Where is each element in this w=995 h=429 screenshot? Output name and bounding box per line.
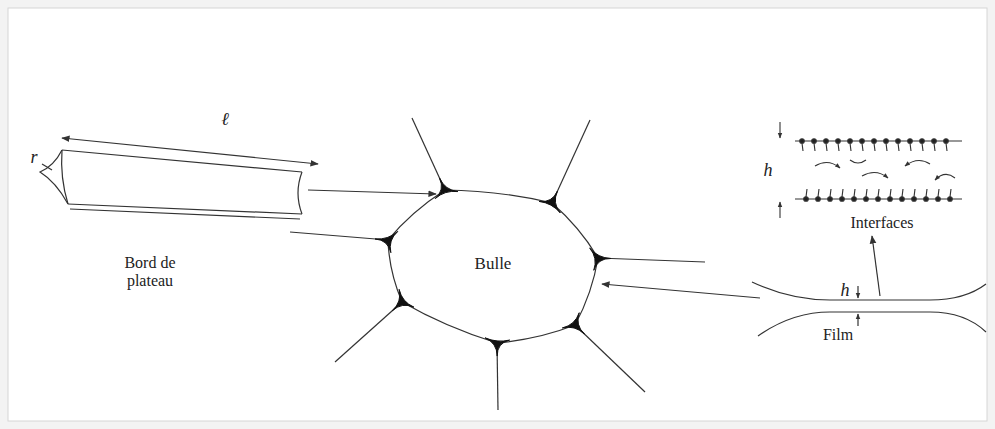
surfactant-tail (934, 143, 935, 151)
plateau-border (562, 313, 584, 334)
pointer-arrow (872, 236, 880, 296)
bubble-label-box: Bulle (467, 250, 520, 278)
surfactant-head (912, 197, 917, 202)
plateau-border (375, 231, 398, 252)
surfactant-head (900, 197, 905, 202)
surfactant-tail (854, 189, 855, 197)
surfactant-head (828, 197, 833, 202)
surfactant-head (824, 139, 829, 144)
plateau-border-tube (40, 138, 436, 219)
surfactant-head (888, 197, 893, 202)
neighbour-film-line (335, 302, 402, 362)
surfactant-head (852, 197, 857, 202)
surfactant-tail (886, 143, 887, 151)
surfactant-tail (946, 143, 947, 151)
surfactant-head (840, 197, 845, 202)
surfactant-tail (874, 143, 875, 151)
plateau-border (590, 248, 611, 270)
plateau-border (485, 338, 510, 356)
surfactant-head (920, 139, 925, 144)
surfactant-head (948, 197, 953, 202)
surfactant-tail (902, 189, 903, 197)
surfactant-tail (818, 189, 819, 197)
part-name: Bord de plateau (100, 254, 200, 289)
neighbour-film-line (598, 258, 705, 262)
pointer-arrow (308, 190, 436, 194)
surfactant-head (872, 139, 877, 144)
surfactant-tail (890, 189, 891, 197)
surfactant-head (908, 139, 913, 144)
part-name: Film (823, 326, 853, 344)
length-symbol: ℓ (221, 110, 229, 130)
surfactant-head (876, 197, 881, 202)
surfactant-head (816, 197, 821, 202)
region-label: Bulle (475, 254, 512, 274)
surfactant-tail (850, 143, 851, 151)
surfactant-tail (830, 189, 831, 197)
surfactant-tail (802, 143, 803, 151)
surfactant-tail (866, 189, 867, 197)
surfactant-tail (826, 143, 827, 151)
surfactant-head (812, 139, 817, 144)
surfactant-head (936, 197, 941, 202)
part-name: Interfaces (850, 214, 913, 232)
surfactant-tail (922, 143, 923, 151)
film-sketch (602, 236, 986, 336)
surfactant-tail (842, 189, 843, 197)
radius-leader (42, 164, 52, 170)
surfactant-head (848, 139, 853, 144)
surfactant-head (896, 139, 901, 144)
bubble-cell (290, 118, 705, 410)
surfactant-tail (938, 189, 939, 197)
frame (8, 8, 987, 421)
surfactant-head (860, 139, 865, 144)
surfactant-tail (926, 189, 927, 197)
surfactant-head (800, 139, 805, 144)
neighbour-film-line (575, 325, 645, 392)
surfactant-tail (910, 143, 911, 151)
interfaces-closeup (780, 122, 962, 218)
thickness-symbol: h (841, 281, 850, 301)
surfactant-head (884, 139, 889, 144)
thickness-symbol: h (764, 161, 773, 181)
neighbour-film-line (552, 120, 590, 203)
surfactant-tail (914, 189, 915, 197)
surfactant-head (804, 197, 809, 202)
surfactant-tail (806, 189, 807, 197)
surfactant-tail (814, 143, 815, 151)
thickness-arrow (779, 202, 780, 218)
surfactant-tail (862, 143, 863, 151)
bubble-film-line (402, 302, 497, 343)
surfactant-head (836, 139, 841, 144)
neighbour-film-line (290, 232, 388, 240)
surfactant-tail (838, 143, 839, 151)
surfactant-head (924, 197, 929, 202)
surfactant-head (864, 197, 869, 202)
surfactant-tail (950, 189, 951, 197)
surfactant-head (944, 139, 949, 144)
radius-symbol: r (30, 148, 37, 168)
plateau-border (539, 191, 560, 213)
plateau-border (392, 289, 414, 310)
surfactant-head (932, 139, 937, 144)
plateau-border (435, 178, 458, 198)
pointer-arrow (602, 284, 760, 298)
thickness-arrow (779, 122, 780, 138)
surfactant-tail (878, 189, 879, 197)
length-dimension (62, 138, 318, 164)
surfactant-tail (898, 143, 899, 151)
bubble-film-line (445, 190, 552, 203)
